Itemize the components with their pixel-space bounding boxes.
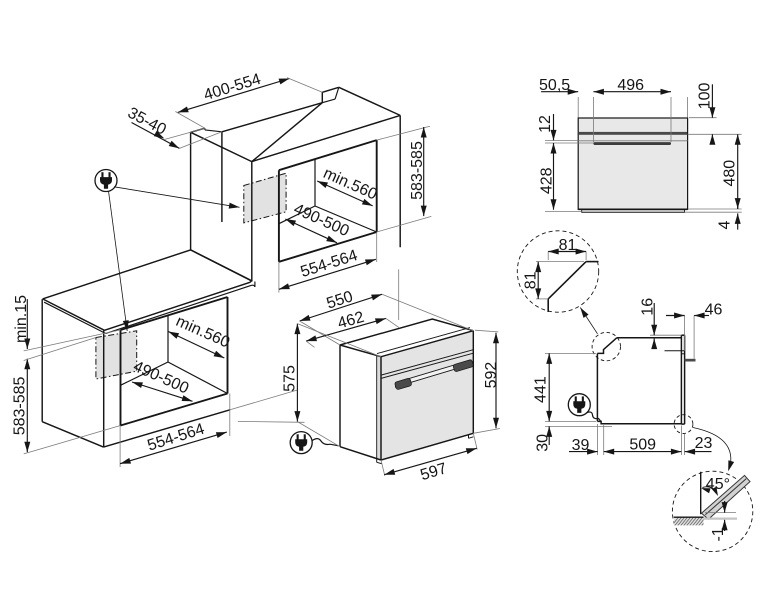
svg-text:100: 100 (697, 82, 714, 109)
svg-text:30: 30 (535, 434, 552, 452)
svg-text:4: 4 (717, 220, 734, 229)
svg-text:441: 441 (533, 376, 550, 403)
svg-text:23: 23 (695, 435, 713, 452)
svg-text:496: 496 (617, 77, 644, 94)
svg-text:39: 39 (572, 437, 590, 454)
svg-text:81: 81 (522, 271, 539, 289)
svg-text:583-585: 583-585 (409, 141, 426, 200)
svg-text:575: 575 (281, 365, 298, 392)
svg-text:592: 592 (483, 362, 500, 389)
svg-text:12: 12 (537, 115, 554, 133)
svg-text:-1: -1 (710, 527, 727, 541)
svg-text:16: 16 (640, 298, 657, 316)
svg-text:509: 509 (629, 437, 656, 454)
svg-text:81: 81 (559, 237, 577, 254)
svg-text:50,5: 50,5 (539, 77, 570, 94)
svg-text:583-585: 583-585 (12, 376, 29, 435)
svg-text:480: 480 (722, 160, 739, 187)
svg-text:462: 462 (336, 309, 366, 333)
svg-text:min.15: min.15 (13, 295, 30, 343)
svg-text:45°: 45° (706, 476, 730, 493)
svg-text:46: 46 (705, 302, 723, 319)
svg-text:428: 428 (539, 167, 556, 194)
